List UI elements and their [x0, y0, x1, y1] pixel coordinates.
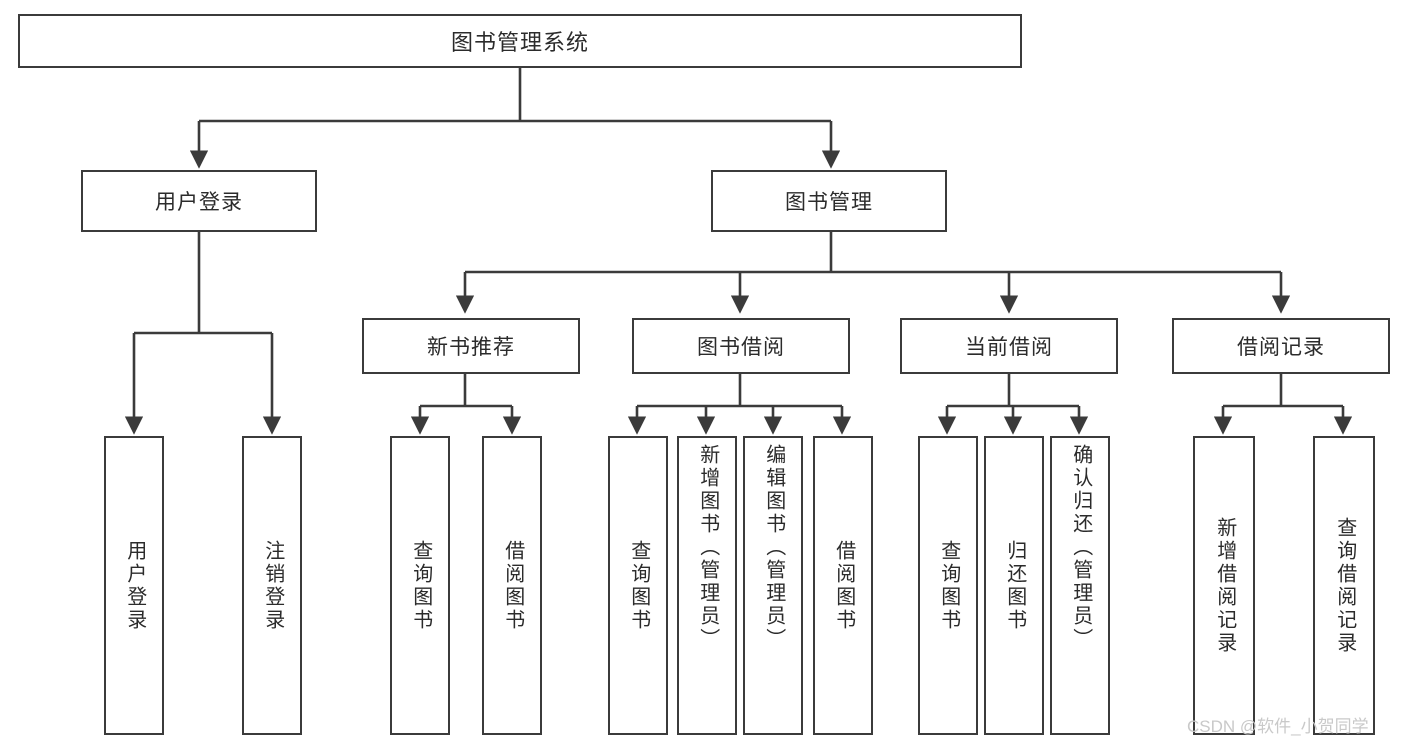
node-user-login[interactable]: 用户登录	[81, 170, 317, 232]
node-borrow-record[interactable]: 借阅记录	[1172, 318, 1390, 374]
node-new-book-recommend[interactable]: 新书推荐	[362, 318, 580, 374]
node-book-management[interactable]: 图书管理	[711, 170, 947, 232]
node-current-borrow[interactable]: 当前借阅	[900, 318, 1118, 374]
leaf-cb-query-book[interactable]: 查询图书	[918, 436, 978, 735]
leaf-user-login[interactable]: 用户登录	[104, 436, 164, 735]
leaf-bb-add-book-admin[interactable]: 新增图书（管理员）	[677, 436, 737, 735]
leaf-nbr-query-book[interactable]: 查询图书	[390, 436, 450, 735]
leaf-bb-borrow-book[interactable]: 借阅图书	[813, 436, 873, 735]
leaf-cb-return-book[interactable]: 归还图书	[984, 436, 1044, 735]
leaf-cb-confirm-return-admin[interactable]: 确认归还（管理员）	[1050, 436, 1110, 735]
leaf-nbr-borrow-book[interactable]: 借阅图书	[482, 436, 542, 735]
leaf-br-add-record[interactable]: 新增借阅记录	[1193, 436, 1255, 735]
csdn-watermark: CSDN @软件_小贺同学	[1187, 717, 1369, 736]
node-root-system[interactable]: 图书管理系统	[18, 14, 1022, 68]
leaf-logout[interactable]: 注销登录	[242, 436, 302, 735]
leaf-bb-edit-book-admin[interactable]: 编辑图书（管理员）	[743, 436, 803, 735]
leaf-bb-query-book[interactable]: 查询图书	[608, 436, 668, 735]
leaf-br-query-record[interactable]: 查询借阅记录	[1313, 436, 1375, 735]
node-book-borrow[interactable]: 图书借阅	[632, 318, 850, 374]
